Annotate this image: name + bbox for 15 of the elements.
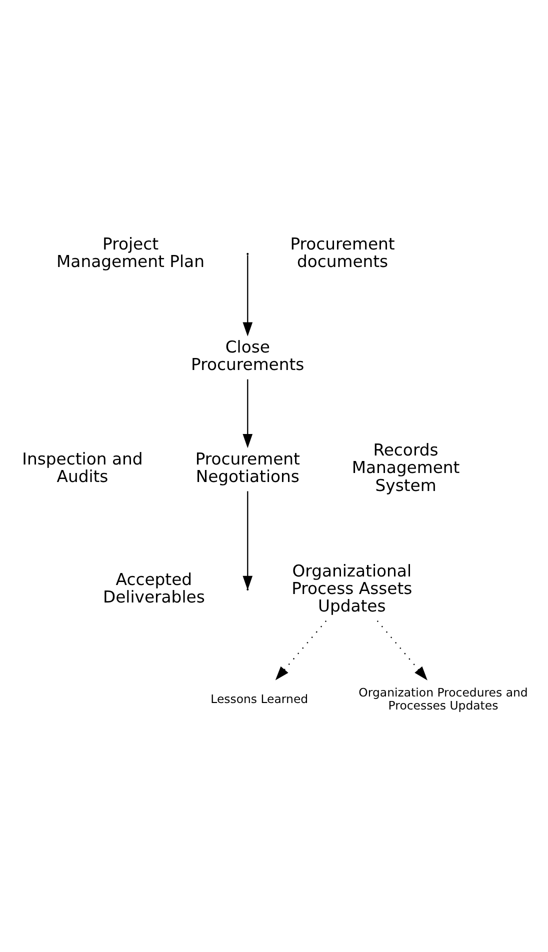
node-text: Organization Procedures and Processes Updates xyxy=(358,685,528,712)
node-text: Procurement Negotiations xyxy=(195,448,300,486)
arrow xyxy=(242,378,253,448)
node-text: Project Management Plan xyxy=(56,234,204,271)
arrow xyxy=(376,620,428,680)
arrow xyxy=(275,620,327,680)
node-text: Close Procurements xyxy=(191,337,304,374)
arrow xyxy=(242,254,253,336)
node-text: Inspection and Audits xyxy=(22,448,143,486)
node-text: Procurement documents xyxy=(290,234,395,271)
node-text: Records Management System xyxy=(352,440,460,494)
node-text: Accepted Deliverables xyxy=(103,570,205,606)
node-text: Organizational Process Assets Updates xyxy=(292,560,412,615)
node-text: Lessons Learned xyxy=(210,692,308,706)
arrow xyxy=(242,490,253,590)
